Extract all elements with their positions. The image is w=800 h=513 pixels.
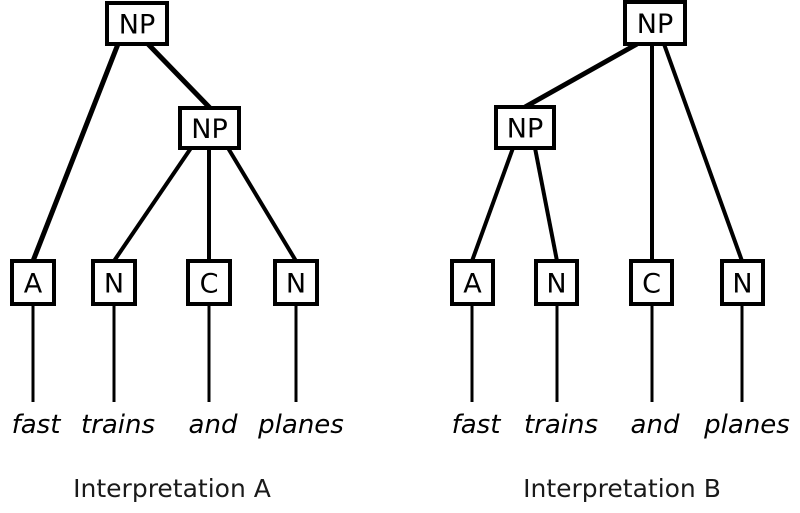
terminal-word-a-word-and: and <box>189 410 238 440</box>
tree-node-a-leaf-n2 <box>273 259 319 306</box>
tree-node-label-b-leaf-a: A <box>463 269 482 300</box>
tree-node-b-leaf-n2 <box>720 259 765 306</box>
tree-caption-interpretation-b: Interpretation B <box>523 474 721 503</box>
terminal-word-b-word-trains: trains <box>524 410 598 440</box>
tree-edge-a-edge-root-to-np2 <box>146 42 212 110</box>
tree-node-b-root-np <box>623 0 687 46</box>
tree-edge-b-edge-np2-to-n1 <box>533 147 559 262</box>
tree-node-label-b-leaf-c: C <box>642 269 661 300</box>
tree-edge-b-edge-root-to-n2 <box>662 43 744 262</box>
tree-edge-a-edge-np2-to-n2 <box>226 146 298 263</box>
tree-node-label-a-leaf-c: C <box>200 269 219 300</box>
terminal-word-b-word-and: and <box>631 410 680 440</box>
tree-node-label-b-leaf-n2: N <box>732 269 752 300</box>
terminal-word-b-word-fast: fast <box>452 410 502 440</box>
tree-edge-b-edge-root-to-np2 <box>523 41 639 110</box>
tree-node-a-np2 <box>178 106 241 150</box>
tree-node-label-b-leaf-n1: N <box>546 269 566 300</box>
tree-node-label-a-leaf-n2: N <box>286 269 306 300</box>
terminal-word-a-word-planes: planes <box>257 410 344 440</box>
terminal-word-b-word-planes: planes <box>703 410 790 440</box>
tree-edge-b-edge-np2-to-a <box>470 147 515 262</box>
tree-node-label-a-root-np: NP <box>119 10 155 41</box>
tree-node-label-b-root-np: NP <box>637 9 673 40</box>
tree-node-a-leaf-a <box>10 259 56 306</box>
tree-node-label-a-leaf-a: A <box>24 269 43 300</box>
tree-node-a-root-np <box>105 1 169 46</box>
tree-edge-a-edge-root-to-a <box>30 43 121 262</box>
terminal-word-a-word-fast: fast <box>12 410 62 440</box>
tree-node-b-leaf-c <box>629 259 674 306</box>
tree-edge-a-edge-np2-to-n1 <box>112 146 193 263</box>
tree-node-b-leaf-n1 <box>534 259 579 306</box>
tree-caption-interpretation-a: Interpretation A <box>73 474 271 503</box>
tree-node-b-np2 <box>494 105 556 150</box>
tree-node-label-a-leaf-n1: N <box>104 269 124 300</box>
tree-node-a-leaf-c <box>186 259 232 306</box>
tree-node-a-leaf-n1 <box>91 259 137 306</box>
terminal-word-a-word-trains: trains <box>81 410 155 440</box>
tree-node-label-b-np2: NP <box>507 114 543 145</box>
tree-node-label-a-np2: NP <box>191 114 227 145</box>
tree-node-b-leaf-a <box>450 259 495 306</box>
